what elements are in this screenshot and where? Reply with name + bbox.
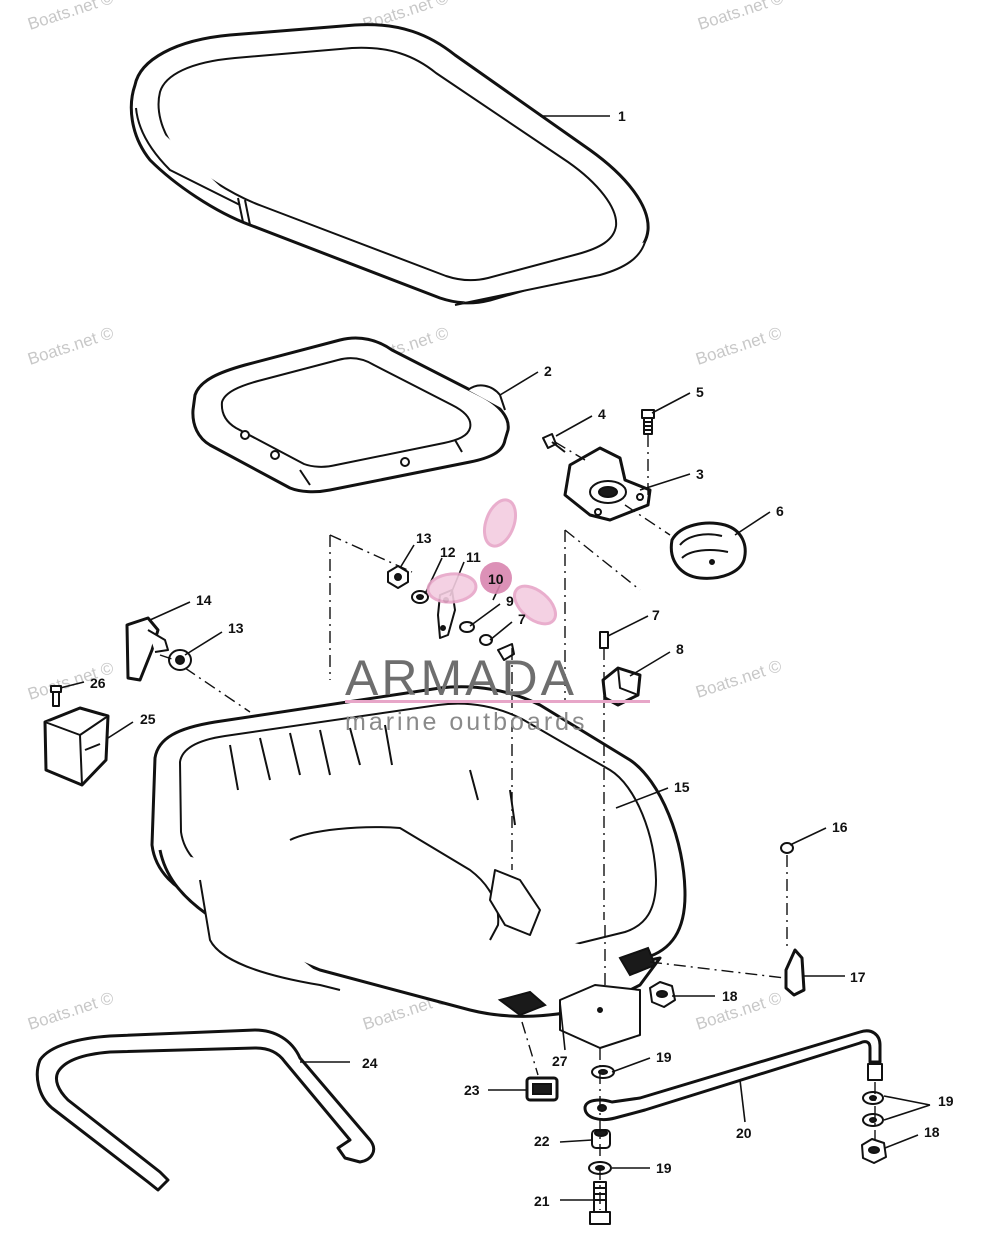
label-part-25: 25	[140, 711, 156, 727]
label-part-10: 10	[488, 571, 504, 587]
label-part-9: 9	[506, 593, 514, 609]
propeller-icon	[426, 498, 557, 626]
watermark-top-right: Boats.net ©	[695, 0, 786, 34]
part-2-seal-frame	[191, 336, 510, 494]
label-part-26: 26	[90, 675, 106, 691]
part-number-labels: 1 2 3 4 5 6 7 7 8 9 10 11 12 13 13 14 15…	[90, 108, 954, 1209]
part-16-screw	[780, 842, 794, 854]
label-part-11: 11	[466, 549, 481, 565]
label-part-20: 20	[736, 1125, 752, 1141]
watermark-low-right: Boats.net ©	[693, 656, 784, 702]
label-part-4: 4	[598, 406, 606, 422]
label-part-7-right: 7	[652, 607, 660, 623]
label-part-18-lower: 18	[924, 1124, 940, 1140]
label-part-18-upper: 18	[722, 988, 738, 1004]
label-part-1: 1	[618, 108, 626, 124]
part-3-bracket	[563, 446, 652, 522]
label-part-13-upper: 13	[416, 530, 432, 546]
part-18-nut-lower	[861, 1138, 887, 1164]
part-19-washer-b	[862, 1091, 884, 1127]
label-part-3: 3	[696, 466, 704, 482]
label-part-19-a: 19	[656, 1049, 672, 1065]
label-part-24: 24	[362, 1055, 378, 1071]
part-7-screw-right	[599, 631, 609, 649]
part-14-latch-handle	[125, 616, 169, 682]
part-9-washer	[459, 621, 475, 633]
armada-logo: ARMADA marine outboards	[345, 498, 650, 736]
part-26-screw	[50, 685, 62, 707]
label-part-22: 22	[534, 1133, 550, 1149]
watermark-mid-left: Boats.net ©	[25, 323, 116, 369]
part-15-bottom-cowl	[150, 685, 687, 1049]
part-1-top-seal	[129, 23, 650, 306]
label-part-19-c: 19	[656, 1160, 672, 1176]
part-8-clip	[601, 666, 642, 707]
leader-lines	[59, 115, 931, 1201]
part-7-screw-left	[479, 634, 515, 661]
label-part-7-left: 7	[518, 611, 526, 627]
label-part-19-b: 19	[938, 1093, 954, 1109]
logo-tagline: marine outboards	[345, 708, 588, 736]
label-part-16: 16	[832, 819, 848, 835]
label-part-17: 17	[850, 969, 866, 985]
logo-underline	[345, 700, 650, 703]
part-23-decal	[525, 1076, 559, 1102]
label-part-21: 21	[534, 1193, 550, 1209]
label-part-5: 5	[696, 384, 704, 400]
part-21-bolt	[589, 1181, 611, 1225]
logo-name: ARMADA	[345, 650, 577, 706]
part-5-bolt	[641, 409, 655, 435]
watermark-top-left: Boats.net ©	[25, 0, 116, 34]
label-part-13-lower: 13	[228, 620, 244, 636]
part-18-nut-upper	[649, 981, 676, 1008]
part-24-hose	[35, 1028, 376, 1192]
watermark-bottom-left: Boats.net ©	[25, 988, 116, 1034]
part-19-washer-a	[591, 1065, 615, 1079]
alignment-lines	[159, 435, 876, 1210]
watermark-mid-right: Boats.net ©	[693, 323, 784, 369]
label-part-23: 23	[464, 1082, 480, 1098]
part-20-tie-rod	[583, 1029, 883, 1122]
part-25-box-cover	[43, 706, 110, 787]
label-part-14: 14	[196, 592, 212, 608]
watermark-bottom-right: Boats.net ©	[693, 988, 784, 1034]
part-17-stop-bracket	[784, 948, 806, 997]
part-12-washer	[411, 590, 429, 604]
part-6-grommet	[669, 521, 747, 580]
label-part-12: 12	[440, 544, 456, 560]
label-part-2: 2	[544, 363, 552, 379]
part-4-screw	[542, 433, 566, 453]
label-part-15: 15	[674, 779, 690, 795]
part-22-spacer	[591, 1129, 611, 1149]
label-part-27: 27	[552, 1053, 568, 1069]
label-part-6: 6	[776, 503, 784, 519]
label-part-8: 8	[676, 641, 684, 657]
